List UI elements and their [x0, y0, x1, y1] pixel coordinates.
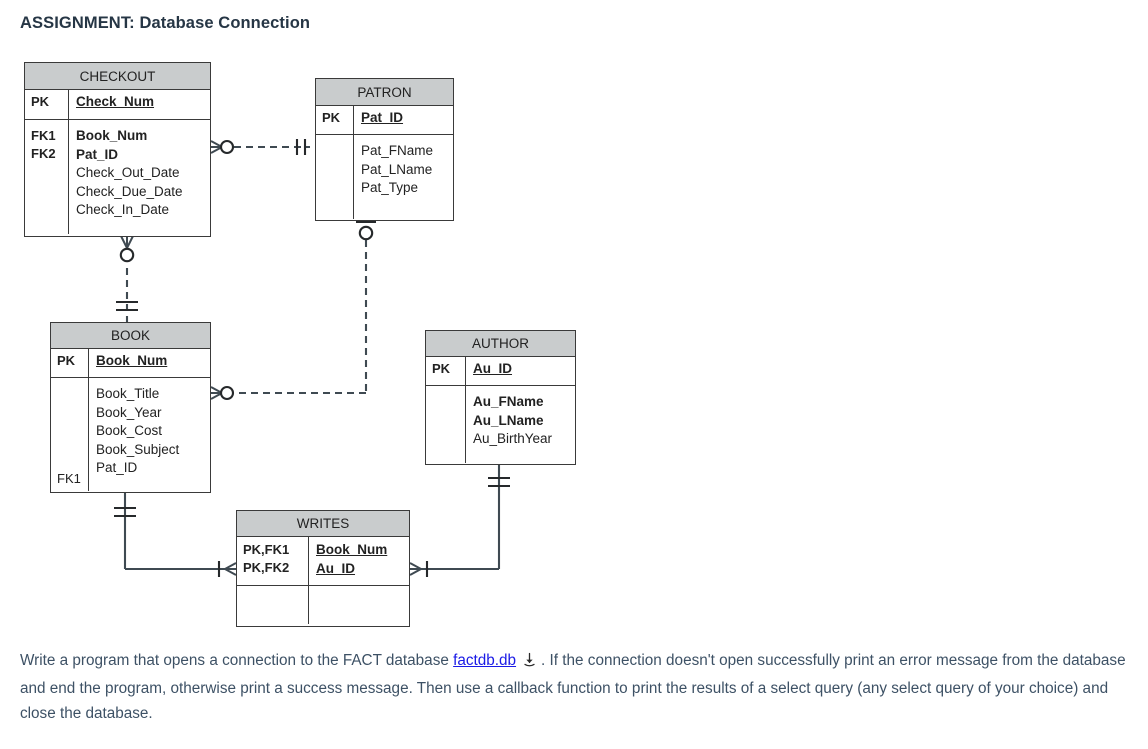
attribute-label: Pat_LName — [361, 161, 433, 177]
attribute-label: Book_Year — [96, 404, 162, 420]
attribute-label: Book_Subject — [96, 441, 180, 457]
attribute-label: Pat_ID — [361, 110, 404, 125]
entity-book-attr-section: FK1 Book_Title Book_Year Book_Cost Book_… — [51, 378, 210, 491]
key-label: FK2 — [31, 145, 56, 161]
entity-author-pk-keys: PK — [426, 357, 466, 385]
entity-patron-attrs: Pat_FName Pat_LName Pat_Type — [354, 135, 437, 219]
attribute-label: Au_FName — [473, 394, 544, 409]
entity-patron-pk-keys: PK — [316, 106, 354, 134]
attribute-label: Check_Num — [76, 94, 155, 109]
entity-book[interactable]: BOOK PK Book_Num FK1 Book_Title Book_Yea… — [50, 322, 211, 493]
key-label: FK1 — [57, 470, 81, 486]
entity-writes-attr-section — [237, 586, 409, 624]
entity-checkout-attrs: Book_Num Pat_ID Check_Out_Date Check_Due… — [69, 120, 187, 234]
entity-author[interactable]: AUTHOR PK Au_ID Au_FName Au_LName Au_Bir… — [425, 330, 576, 465]
entity-checkout-pk-attrs: Check_Num — [69, 90, 158, 119]
entity-checkout-fk-keys: FK1 FK2 — [25, 120, 69, 234]
key-label: PK,FK1 — [243, 542, 290, 557]
download-icon[interactable] — [522, 651, 537, 676]
entity-writes-pk-section: PK,FK1 PK,FK2 Book_Num Au_ID — [237, 537, 409, 586]
erd-connectors — [114, 139, 510, 577]
entity-writes-pk-attrs: Book_Num Au_ID — [309, 537, 391, 585]
relationship-checkout-book — [116, 235, 138, 322]
assignment-instructions: Write a program that opens a connection … — [20, 648, 1138, 726]
relationship-book-writes — [114, 492, 237, 577]
entity-author-fk-keys — [426, 386, 466, 463]
entity-checkout-attr-section: FK1 FK2 Book_Num Pat_ID Check_Out_Date C… — [25, 120, 210, 234]
relationship-author-writes — [409, 464, 510, 577]
entity-patron-fk-keys — [316, 135, 354, 219]
entity-writes-fk-keys — [237, 586, 309, 624]
entity-checkout-pk-section: PK Check_Num — [25, 90, 210, 120]
entity-book-title: BOOK — [51, 323, 210, 349]
entity-patron[interactable]: PATRON PK Pat_ID Pat_FName Pat_LName Pat… — [315, 78, 454, 221]
relationship-checkout-patron — [210, 139, 310, 155]
entity-patron-title: PATRON — [316, 79, 453, 106]
entity-author-title: AUTHOR — [426, 331, 575, 357]
attribute-label: Pat_ID — [76, 146, 119, 162]
entity-writes-attrs — [309, 586, 320, 624]
entity-book-attrs: Book_Title Book_Year Book_Cost Book_Subj… — [89, 378, 183, 491]
entity-writes-pk-keys: PK,FK1 PK,FK2 — [237, 537, 309, 585]
attribute-label: Au_BirthYear — [473, 431, 553, 446]
attribute-label: Book_Num — [96, 353, 168, 368]
attribute-label: Au_LName — [473, 412, 544, 428]
entity-book-pk-section: PK Book_Num — [51, 349, 210, 378]
attribute-label: Pat_ID — [96, 460, 138, 475]
attribute-label: Book_Cost — [96, 423, 163, 438]
attribute-label: Check_In_Date — [76, 202, 170, 217]
attribute-label: Book_Num — [316, 542, 388, 557]
key-label: FK1 — [31, 128, 56, 143]
entity-patron-pk-section: PK Pat_ID — [316, 106, 453, 135]
relationship-patron-book — [210, 220, 376, 401]
entity-book-pk-attrs: Book_Num — [89, 349, 171, 377]
entity-patron-pk-attrs: Pat_ID — [354, 106, 407, 134]
key-label: PK — [31, 94, 50, 109]
entity-writes[interactable]: WRITES PK,FK1 PK,FK2 Book_Num Au_ID — [236, 510, 410, 627]
entity-patron-attr-section: Pat_FName Pat_LName Pat_Type — [316, 135, 453, 219]
entity-book-fk-keys: FK1 — [51, 378, 89, 491]
entity-checkout-pk-keys: PK — [25, 90, 69, 119]
attribute-label: Book_Num — [76, 128, 148, 143]
key-label: PK — [57, 353, 76, 368]
entity-author-attrs: Au_FName Au_LName Au_BirthYear — [466, 386, 556, 463]
attribute-label: Book_Title — [96, 386, 160, 401]
page-title: ASSIGNMENT: Database Connection — [20, 14, 311, 32]
key-label: PK,FK2 — [243, 559, 290, 575]
attribute-label: Pat_FName — [361, 143, 434, 158]
instructions-part-1: Write a program that opens a connection … — [20, 652, 454, 669]
entity-book-pk-keys: PK — [51, 349, 89, 377]
attribute-label: Pat_Type — [361, 180, 419, 195]
entity-writes-title: WRITES — [237, 511, 409, 537]
attribute-label: Check_Out_Date — [76, 165, 180, 180]
attribute-label: Au_ID — [316, 560, 356, 576]
instructions-part-2: . If the connection doesn't open success… — [20, 652, 1126, 722]
erd-canvas: CHECKOUT PK Check_Num FK1 FK2 Book_Num P… — [24, 62, 576, 627]
key-label: PK — [432, 361, 451, 376]
entity-author-pk-attrs: Au_ID — [466, 357, 516, 385]
key-label: PK — [322, 110, 341, 125]
attribute-label: Au_ID — [473, 361, 513, 376]
entity-checkout[interactable]: CHECKOUT PK Check_Num FK1 FK2 Book_Num P… — [24, 62, 211, 237]
entity-author-pk-section: PK Au_ID — [426, 357, 575, 386]
factdb-download-link[interactable]: factdb.db — [453, 652, 517, 669]
attribute-label: Check_Due_Date — [76, 183, 183, 199]
entity-author-attr-section: Au_FName Au_LName Au_BirthYear — [426, 386, 575, 463]
entity-checkout-title: CHECKOUT — [25, 63, 210, 90]
